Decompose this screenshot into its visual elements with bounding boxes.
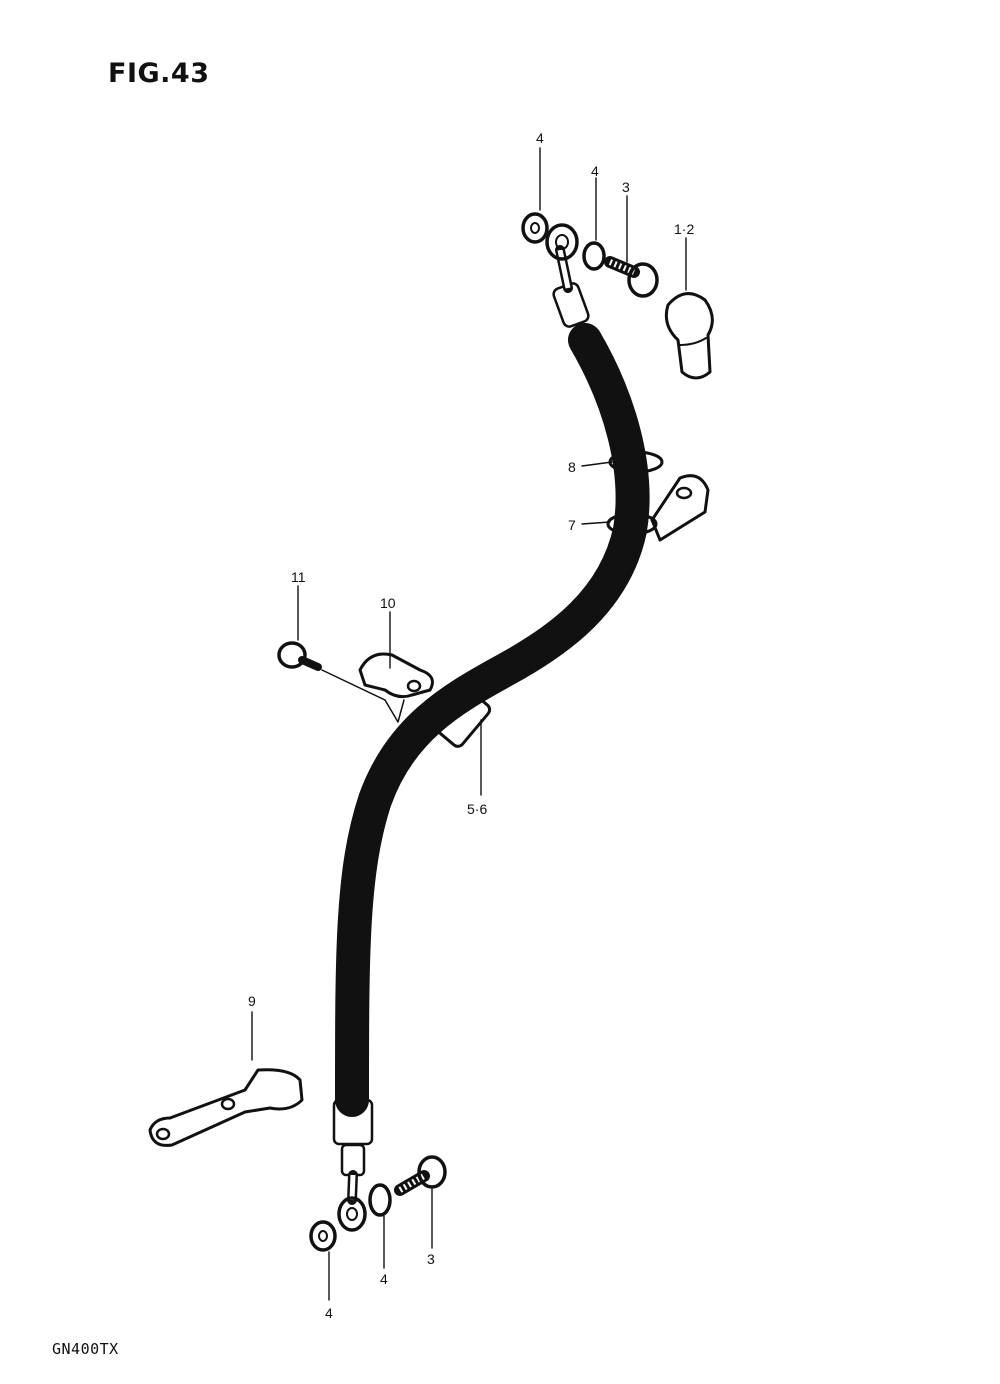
washer-top-left bbox=[521, 212, 549, 244]
washer-bottom-left bbox=[309, 1220, 337, 1252]
callout-labels: 4 4 3 1·2 8 7 11 10 5·6 9 3 4 4 bbox=[248, 130, 694, 1321]
callout-4-top-left: 4 bbox=[536, 130, 544, 146]
callout-8: 8 bbox=[568, 459, 576, 475]
callout-4-bottom-right: 4 bbox=[380, 1271, 388, 1287]
callout-3-bottom: 3 bbox=[427, 1251, 435, 1267]
bolt bbox=[277, 641, 322, 671]
washer-top-right bbox=[582, 241, 606, 271]
callout-9: 9 bbox=[248, 993, 256, 1009]
callout-1-2: 1·2 bbox=[674, 221, 694, 237]
clamp bbox=[358, 652, 434, 699]
figure-title: FIG.43 bbox=[108, 58, 210, 89]
callout-10: 10 bbox=[380, 595, 396, 611]
callout-3-top: 3 bbox=[622, 179, 630, 195]
banjo-top bbox=[545, 223, 579, 261]
callout-4-bottom-left: 4 bbox=[325, 1305, 333, 1321]
union-bolt-top bbox=[604, 256, 659, 298]
bracket-lower bbox=[148, 1068, 304, 1147]
model-code: GN400TX bbox=[52, 1340, 119, 1358]
banjo-bottom bbox=[337, 1196, 367, 1232]
hose-lower-fitting bbox=[332, 1098, 374, 1205]
hose-upper-fitting bbox=[552, 245, 590, 328]
hose-joint bbox=[428, 684, 492, 748]
callout-5-6: 5·6 bbox=[467, 801, 487, 817]
callout-4-top-right: 4 bbox=[591, 163, 599, 179]
assembly-guide-lines bbox=[321, 669, 405, 723]
union-bolt-bottom bbox=[394, 1155, 447, 1196]
washer-bottom-right bbox=[368, 1183, 392, 1217]
callout-7: 7 bbox=[568, 517, 576, 533]
leader-lines bbox=[251, 147, 687, 1301]
caliper-cap bbox=[664, 292, 714, 380]
hose-clamp-upper bbox=[606, 474, 710, 542]
brake-hose bbox=[335, 323, 650, 1117]
callout-11: 11 bbox=[291, 569, 306, 585]
